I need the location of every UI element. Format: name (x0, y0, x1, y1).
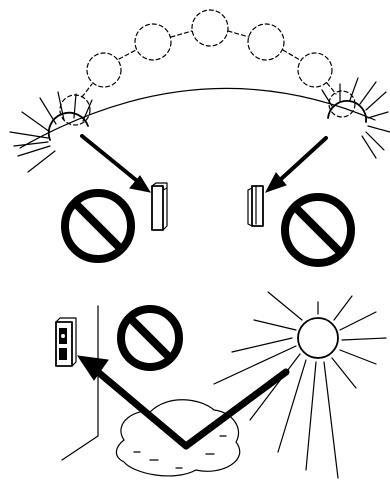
prohibited-icon-right (285, 197, 351, 263)
sun-path-circle (192, 10, 228, 46)
right-sensor-device-icon (248, 186, 263, 226)
left-sunlight-arrow (82, 136, 150, 192)
right-sunlight-arrow (266, 138, 326, 192)
sun-path-connector (228, 31, 249, 37)
sun-path-circle (135, 24, 171, 60)
sun-path-circle (298, 53, 332, 87)
horizon-arc (20, 88, 375, 148)
sun-path-circle (248, 24, 284, 60)
left-sensor-device-icon (152, 183, 167, 230)
sun-path-circle (87, 53, 121, 87)
sun-path-connector (327, 83, 336, 94)
prohibited-icon-left (65, 193, 131, 259)
reflected-light-arrow (78, 356, 286, 446)
sun-path (60, 10, 355, 125)
prohibited-icon-bottom (121, 309, 179, 367)
sun-path-connector (119, 50, 136, 59)
sun-path-connector (82, 84, 92, 97)
bottom-scene (56, 292, 386, 478)
sun-path-connector (171, 31, 192, 37)
top-scene (10, 10, 390, 263)
wall-sensor-device-icon (56, 318, 76, 366)
wall-line (62, 306, 98, 460)
sun-path-connector (283, 50, 300, 60)
